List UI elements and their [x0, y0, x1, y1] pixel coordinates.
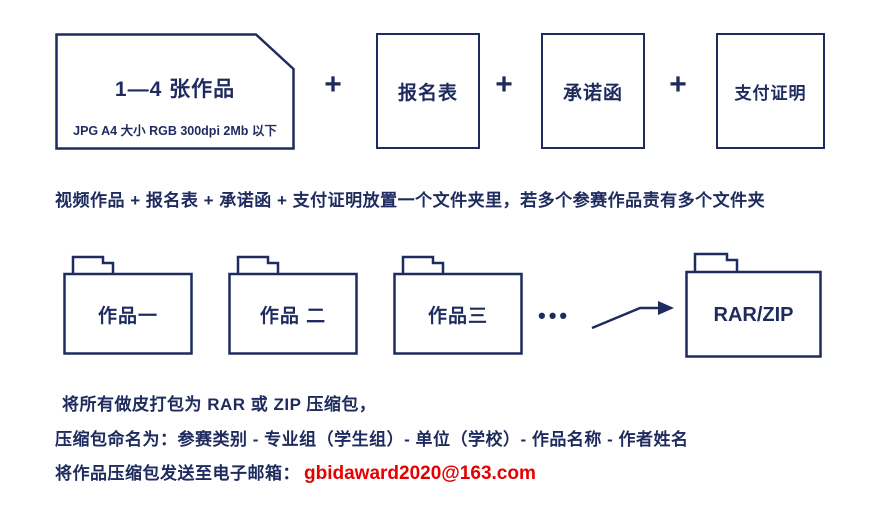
commitment-letter-label: 承诺函 [562, 82, 623, 104]
artwork-document: 1—4 张作品 JPG A4 大小 RGB 300dpi 2Mb 以下 [55, 33, 295, 150]
submission-email: gbidaward2020@163.com [304, 463, 536, 484]
folder-work-3: 作品三 [393, 250, 523, 355]
folder-label: 作品一 [97, 306, 158, 327]
instruction-line-1: 将所有做皮打包为 RAR 或 ZIP 压缩包， [62, 395, 377, 414]
plus-sign: + [324, 68, 342, 101]
folder-work-1: 作品一 [63, 250, 193, 355]
payment-proof-box: 支付证明 [716, 33, 825, 149]
folder-archive: RAR/ZIP [685, 246, 822, 358]
instruction-line-2: 压缩包命名为：参赛类别 - 专业组（学生组）- 单位（学校）- 作品名称 - 作… [55, 430, 689, 449]
artwork-spec-label: JPG A4 大小 RGB 300dpi 2Mb 以下 [73, 124, 277, 138]
folder-icon [228, 255, 358, 355]
plus-sign: + [669, 68, 687, 101]
arrow-icon [591, 301, 674, 330]
registration-form-label: 报名表 [397, 82, 458, 104]
folder-icon [393, 255, 523, 355]
folder-icon [685, 252, 822, 358]
artwork-count-label: 1—4 张作品 [114, 78, 236, 101]
folder-work-2: 作品 二 [228, 250, 358, 355]
commitment-letter-box: 承诺函 [541, 33, 645, 149]
folder-icon [63, 255, 193, 355]
email-prompt-label: 将作品压缩包发送至电子邮箱： [55, 464, 300, 483]
registration-form-box: 报名表 [376, 33, 480, 149]
document-icon [55, 33, 295, 150]
instruction-line-3: 将作品压缩包发送至电子邮箱：gbidaward2020@163.com [55, 459, 536, 485]
folder-label: RAR/ZIP [713, 303, 794, 326]
ellipsis: ••• [538, 303, 571, 328]
folder-label: 作品 二 [259, 306, 327, 327]
payment-proof-label: 支付证明 [734, 83, 807, 103]
folder-label: 作品三 [427, 306, 488, 327]
plus-sign: + [495, 68, 513, 101]
packing-note: 视频作品 + 报名表 + 承诺函 + 支付证明放置一个文件夹里，若多个参赛作品责… [55, 191, 766, 210]
